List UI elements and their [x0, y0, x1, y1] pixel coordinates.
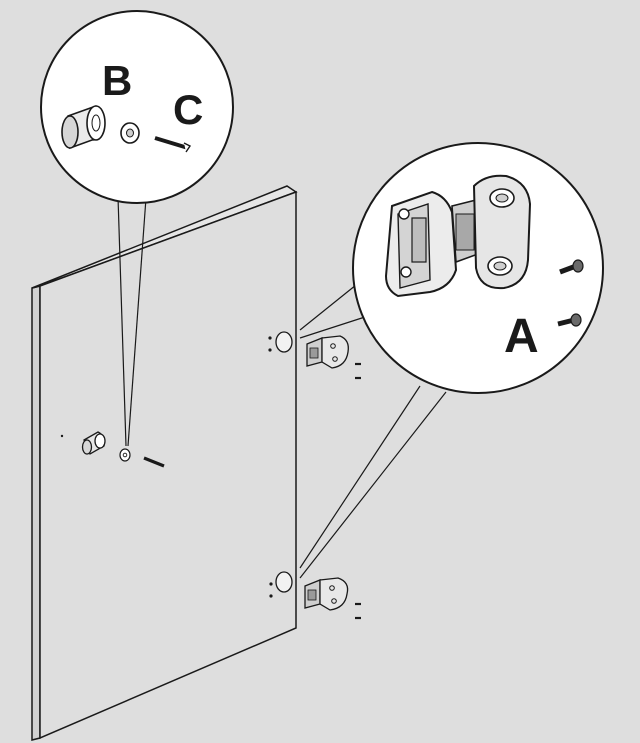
upper-hinge-mount	[268, 331, 361, 380]
screw-a-1	[559, 259, 584, 275]
callout-bc: B C	[40, 10, 234, 204]
upper-cup-hole	[275, 331, 293, 353]
lower-cup-hole	[275, 571, 293, 593]
a-callout-leaders	[299, 284, 447, 579]
hinge-a	[384, 174, 532, 298]
knob-b	[61, 105, 106, 150]
callout-a: A	[352, 142, 604, 394]
washer-b	[120, 122, 140, 144]
panel-mark	[60, 434, 64, 438]
screw-c-small	[143, 456, 165, 468]
door-panel-face	[39, 190, 297, 740]
lower-hinge-small	[304, 577, 349, 611]
lower-hinge-mount	[269, 571, 361, 620]
label-c: C	[173, 86, 203, 133]
bc-callout-leaders	[117, 196, 147, 447]
door-panel	[31, 185, 298, 741]
lower-pilot-hole-2	[269, 594, 273, 598]
screw-c	[154, 136, 192, 153]
label-b: B	[102, 57, 132, 104]
lower-pilot-hole-1	[269, 582, 273, 586]
label-a: A	[504, 310, 539, 363]
upper-hinge-small	[306, 335, 349, 369]
knob-assembly-small	[81, 431, 165, 468]
door-panel-edge	[31, 285, 41, 741]
washer-small	[119, 448, 131, 462]
upper-pilot-hole-1	[268, 336, 272, 340]
screw-a-2	[557, 313, 582, 327]
upper-pilot-hole-2	[268, 348, 272, 352]
